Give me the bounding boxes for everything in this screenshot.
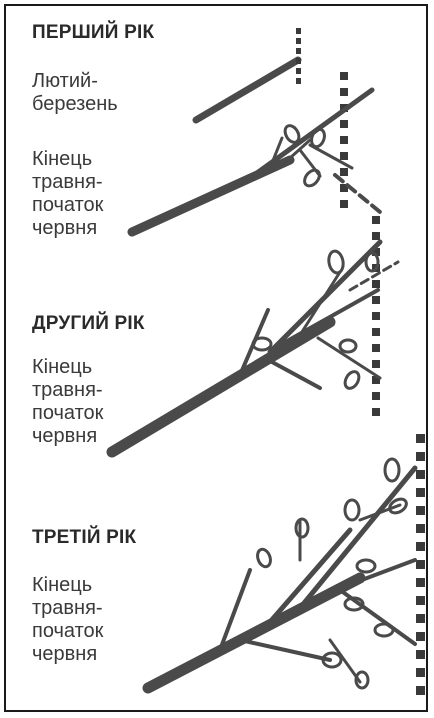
stage-label-may-june: Кінець травня- початок червня (32, 574, 103, 666)
stage-label-feb-march: Лютий- березень (32, 70, 118, 116)
support-post (416, 434, 425, 695)
diagram-frame (4, 4, 428, 712)
section-title-year2: ДРУГИЙ РІК (32, 313, 145, 334)
vine-stage-year2 (106, 216, 400, 458)
label-line: початок (32, 620, 104, 642)
label-line: Лютий- (32, 70, 98, 92)
support-post (340, 72, 348, 208)
label-line: початок (32, 194, 104, 216)
label-line: червня (32, 217, 98, 239)
label-line: Кінець (32, 356, 93, 378)
label-line: травня- (32, 379, 103, 401)
vine-stage-year1-feb-march (192, 28, 302, 124)
support-post (296, 28, 301, 84)
label-line: березень (32, 93, 118, 115)
stage-label-may-june: Кінець травня- початок червня (32, 148, 103, 240)
section-title-year1: ПЕРШИЙ РІК (32, 22, 155, 43)
section-title-year3: ТРЕТІЙ РІК (32, 527, 137, 548)
label-line: червня (32, 643, 98, 665)
label-line: червня (32, 425, 98, 447)
label-line: Кінець (32, 148, 93, 170)
label-line: Кінець (32, 574, 93, 596)
label-line: травня- (32, 171, 103, 193)
label-line: травня- (32, 597, 103, 619)
label-line: початок (32, 402, 104, 424)
vine-stage-year1-may-june (127, 72, 382, 237)
stage-label-may-june: Кінець травня- початок червня (32, 356, 103, 448)
support-post (372, 216, 380, 416)
vine-stage-year3 (142, 434, 425, 695)
